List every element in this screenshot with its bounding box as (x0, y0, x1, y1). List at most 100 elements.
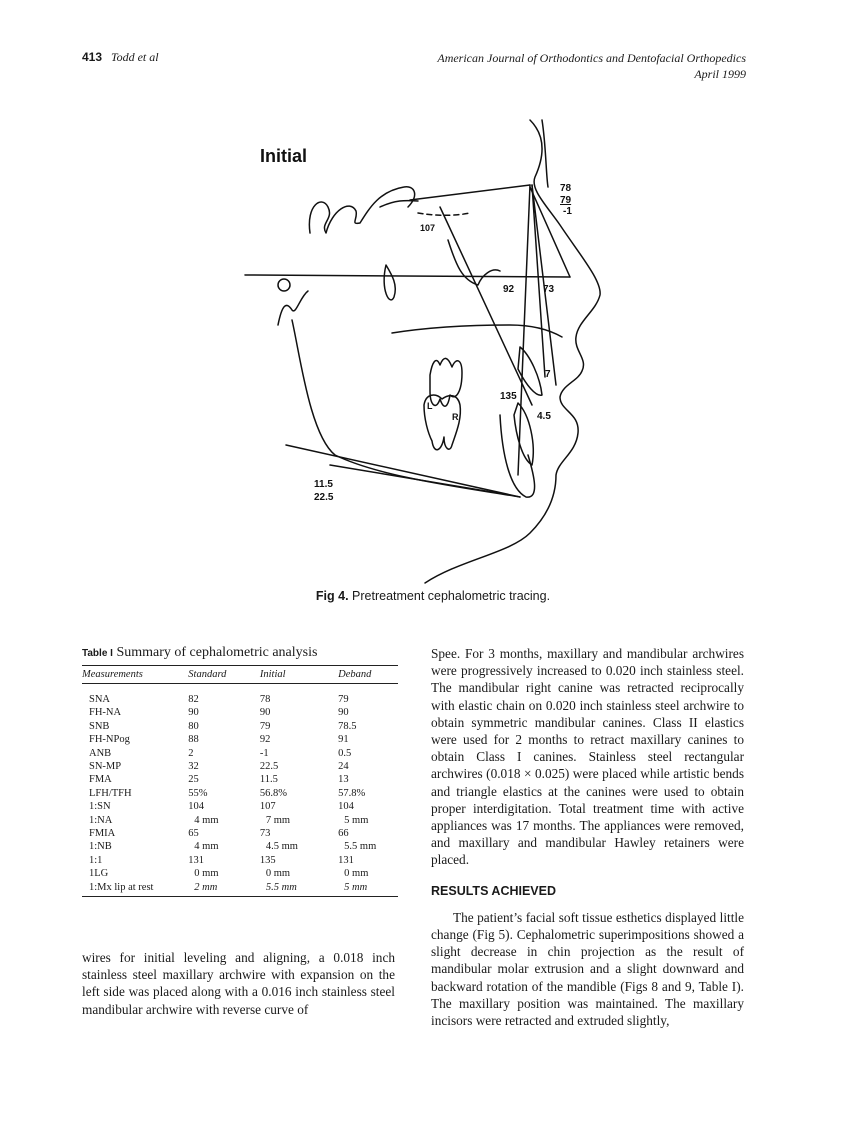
cell-initial: 135 (259, 854, 276, 866)
cell-standard: 104 (188, 801, 205, 813)
cephalometric-table: Measurements Standard Initial Deband SNA… (82, 665, 398, 898)
label-92: 92 (503, 284, 515, 295)
upper-molar (429, 357, 463, 407)
cell-measurement: LFH/TFH (89, 787, 132, 799)
panel-title: Initial (260, 146, 307, 166)
cell-initial: 7 mm (265, 814, 291, 826)
hard-tissue-profile (541, 119, 549, 188)
cell-initial: 56.8% (259, 787, 287, 799)
cell-measurement: SNA (89, 694, 111, 705)
planum-line (379, 199, 419, 208)
col-header-measurements: Measurements (82, 665, 189, 684)
nb-line (531, 184, 557, 386)
label-73: 73 (543, 284, 555, 295)
cell-deband: 5 mm (344, 814, 369, 826)
symphysis-outline (499, 414, 536, 498)
figure-caption-text: Pretreatment cephalometric tracing. (348, 589, 551, 603)
cell-deband: 78.5 (338, 720, 357, 732)
left-column-text: wires for initial leveling and aligning,… (82, 949, 395, 1018)
cell-standard: 88 (188, 734, 199, 746)
na-line (531, 184, 546, 378)
cell-standard: 4 mm (194, 814, 219, 826)
cell-measurement: FH-NA (89, 707, 122, 719)
cell-measurement: 1:Mx lip at rest (82, 880, 189, 898)
label-78: 78 (560, 183, 572, 194)
lower-incisor (513, 402, 534, 466)
label-135: 135 (500, 391, 517, 402)
table-row: FH-NA 90 90 90 (82, 706, 398, 719)
cell-deband: 90 (338, 707, 349, 719)
cell-standard: 2 (188, 747, 194, 759)
cell-deband: 104 (338, 801, 354, 813)
key-ridge (447, 239, 501, 286)
cell-deband: 24 (338, 761, 349, 773)
cell-standard: 25 (188, 774, 199, 786)
porion-circle (277, 278, 291, 292)
cell-initial: 0 mm (265, 868, 291, 880)
cell-deband: 91 (338, 734, 349, 746)
sella-outline (308, 186, 416, 234)
cell-deband: 0 mm (344, 868, 369, 880)
cell-deband: 131 (338, 854, 354, 866)
paragraph-results: The patient’s facial soft tissue estheti… (431, 909, 744, 1029)
cell-measurement: FMA (89, 774, 112, 786)
cell-deband: 5 mm (338, 880, 398, 898)
label-minus-1: -1 (563, 206, 572, 217)
cell-measurement: ANB (89, 747, 112, 759)
label-79: 79 (560, 195, 572, 206)
cell-deband: 13 (338, 774, 349, 786)
cell-deband: 79 (338, 694, 349, 705)
page-number: 413 (82, 50, 103, 64)
label-tooth-r: R (452, 412, 459, 422)
cell-initial: 90 (259, 707, 271, 719)
cell-deband: 0.5 (338, 747, 352, 759)
gonion-line (329, 464, 511, 496)
running-header-left: 413 Todd et al (82, 50, 159, 65)
lower-molar (423, 394, 462, 451)
figure-caption: Fig 4. Pretreatment cephalometric tracin… (0, 589, 866, 603)
running-header-right: American Journal of Orthodontics and Den… (437, 50, 746, 82)
table-title: Table I Summary of cephalometric analysi… (82, 645, 317, 661)
col-header-initial: Initial (259, 665, 339, 684)
col-header-deband: Deband (338, 665, 398, 684)
header-date: April 1999 (694, 67, 746, 81)
cell-initial: 73 (259, 828, 271, 840)
cell-measurement: SN-MP (89, 761, 122, 773)
col-header-standard: Standard (188, 665, 260, 684)
palatal-plane (391, 324, 563, 338)
cell-measurement: 1:1 (89, 854, 103, 866)
cell-standard: 90 (188, 707, 199, 719)
section-heading-results: RESULTS ACHIEVED (431, 883, 557, 898)
sn-line (409, 184, 531, 201)
cell-measurement: 1LG (89, 868, 109, 880)
label-7: 7 (545, 369, 551, 380)
cell-standard: 80 (188, 720, 199, 732)
table-header-row: Measurements Standard Initial Deband (82, 665, 398, 684)
cell-initial: 107 (259, 801, 276, 813)
cell-standard: 131 (188, 854, 205, 866)
cell-initial: -1 (259, 747, 269, 759)
label-11-5: 11.5 (314, 479, 333, 490)
cell-initial: 11.5 (259, 774, 278, 786)
fh-plane-line (244, 274, 571, 278)
header-journal: American Journal of Orthodontics and Den… (437, 51, 746, 65)
cell-measurement: FMIA (89, 828, 116, 840)
cell-initial: 79 (259, 720, 271, 732)
label-4-5: 4.5 (537, 411, 551, 422)
soft-tissue-profile (424, 119, 601, 584)
header-authors: Todd et al (111, 50, 159, 64)
tracing-drawing: Initial 78 79 -1 107 92 73 7 135 4.5 11.… (244, 119, 601, 584)
cell-initial: 5.5 mm (259, 880, 339, 898)
table-label: Table I (82, 648, 113, 659)
cell-initial: 78 (259, 694, 271, 705)
table-title-text: Summary of cephalometric analysis (112, 645, 318, 660)
cell-deband: 66 (338, 828, 349, 840)
